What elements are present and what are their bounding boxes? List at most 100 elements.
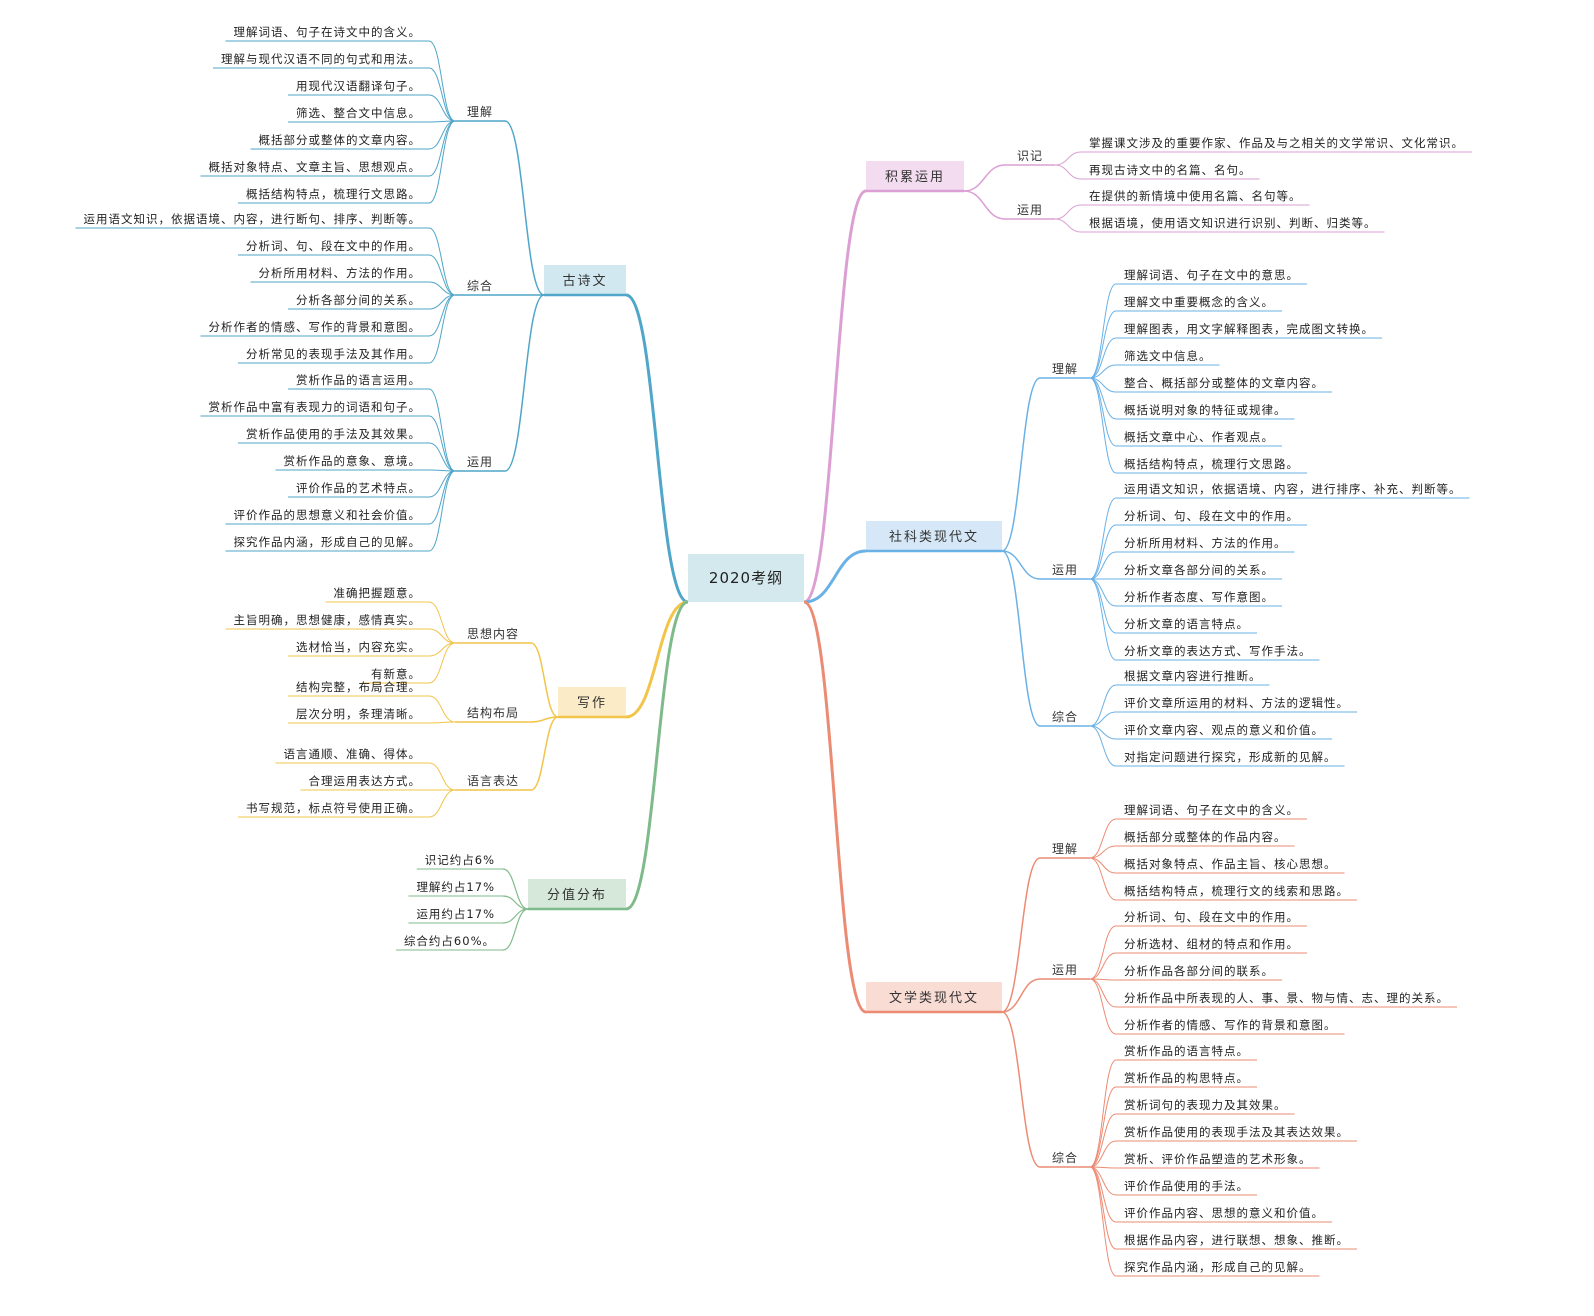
leaf-node[interactable]: 分析作者态度、写作意图。 xyxy=(1124,590,1274,604)
sub-node[interactable]: 语言表达 xyxy=(455,774,532,791)
leaf-node[interactable]: 选材恰当，内容充实。 xyxy=(296,640,421,654)
leaf-node[interactable]: 理解约占17% xyxy=(416,880,495,894)
leaf-node[interactable]: 赏析作品的构思特点。 xyxy=(1124,1071,1249,1085)
leaf-node[interactable]: 书写规范，标点符号使用正确。 xyxy=(246,801,421,815)
leaf-node[interactable]: 评价作品的思想意义和社会价值。 xyxy=(234,508,422,522)
leaf-node[interactable]: 理解词语、句子在诗文中的含义。 xyxy=(234,25,422,39)
leaf-node[interactable]: 赏析作品使用的手法及其效果。 xyxy=(246,427,421,441)
leaf-node[interactable]: 概括文章中心、作者观点。 xyxy=(1124,430,1274,444)
leaf-node[interactable]: 根据语境，使用语文知识进行识别、判断、归类等。 xyxy=(1089,216,1377,230)
leaf-node[interactable]: 分析所用材料、方法的作用。 xyxy=(1124,536,1287,550)
leaf-node[interactable]: 分析作者的情感、写作的背景和意图。 xyxy=(1124,1018,1337,1032)
sub-node[interactable]: 思想内容 xyxy=(455,626,532,644)
leaf-node[interactable]: 探究作品内涵，形成自己的见解。 xyxy=(234,535,422,549)
leaf-node[interactable]: 运用语文知识，依据语境、内容，进行排序、补充、判断等。 xyxy=(1124,482,1462,496)
leaf-node[interactable]: 结构完整，布局合理。 xyxy=(296,680,421,694)
leaf-node[interactable]: 赏析作品的意象、意境。 xyxy=(284,454,422,468)
leaf-node[interactable]: 再现古诗文中的名篇、名句。 xyxy=(1089,163,1252,177)
leaf-node[interactable]: 在提供的新情境中使用名篇、名句等。 xyxy=(1089,189,1302,203)
leaf-node[interactable]: 概括部分或整体的文章内容。 xyxy=(259,133,422,147)
sub-node[interactable]: 运用 xyxy=(1040,563,1091,580)
leaf-node[interactable]: 理解与现代汉语不同的句式和用法。 xyxy=(221,52,421,66)
branch-wenxue[interactable]: 文学类现代文理解理解词语、句子在文中的含义。概括部分或整体的作品内容。概括对象特… xyxy=(866,803,1458,1277)
sub-node[interactable]: 综合 xyxy=(1040,709,1091,727)
sub-connector xyxy=(1001,978,1041,1013)
leaf-node[interactable]: 概括说明对象的特征或规律。 xyxy=(1124,403,1287,417)
sub-node[interactable]: 运用 xyxy=(1005,203,1056,220)
leaf-node[interactable]: 概括部分或整体的作品内容。 xyxy=(1124,830,1287,844)
leaf-node[interactable]: 用现代汉语翻译句子。 xyxy=(296,79,421,93)
leaf-node[interactable]: 分析词、句、段在文中的作用。 xyxy=(246,239,421,253)
leaf-node[interactable]: 赏析、评价作品塑造的艺术形象。 xyxy=(1124,1152,1312,1166)
sub-node[interactable]: 识记 xyxy=(1005,149,1056,166)
leaf-node[interactable]: 掌握课文涉及的重要作家、作品及与之相关的文学常识、文化常识。 xyxy=(1089,136,1464,150)
leaf-node[interactable]: 概括结构特点，梳理行文的线索和思路。 xyxy=(1124,884,1349,898)
leaf-node[interactable]: 理解文中重要概念的含义。 xyxy=(1124,295,1274,309)
leaf-node[interactable]: 赏析作品的语言运用。 xyxy=(296,373,421,387)
leaf-node[interactable]: 筛选文中信息。 xyxy=(1124,349,1212,363)
leaf-node[interactable]: 赏析作品使用的表现手法及其表达效果。 xyxy=(1124,1125,1349,1139)
leaf-node[interactable]: 概括对象特点、作品主旨、核心思想。 xyxy=(1124,857,1337,871)
leaf-node[interactable]: 有新意。 xyxy=(371,667,421,681)
sub-node[interactable]: 运用 xyxy=(455,455,506,472)
leaf-node[interactable]: 分析选材、组材的特点和作用。 xyxy=(1124,937,1299,951)
leaf-node[interactable]: 赏析作品的语言特点。 xyxy=(1124,1044,1249,1058)
sub-node[interactable]: 理解 xyxy=(1040,362,1091,379)
leaf-node[interactable]: 概括结构特点，梳理行文思路。 xyxy=(1124,457,1299,471)
leaf-node[interactable]: 分析常见的表现手法及其作用。 xyxy=(246,347,421,361)
leaf-node[interactable]: 评价作品内容、思想的意义和价值。 xyxy=(1124,1206,1324,1220)
sub-node[interactable]: 综合 xyxy=(455,278,506,296)
leaf-node[interactable]: 分析文章的语言特点。 xyxy=(1124,617,1249,631)
root-node[interactable]: 2020考纲 xyxy=(688,554,804,602)
leaf-node[interactable]: 运用约占17% xyxy=(416,907,495,921)
leaf-node[interactable]: 分析作品中所表现的人、事、景、物与情、志、理的关系。 xyxy=(1124,991,1449,1005)
leaf-node[interactable]: 评价文章所运用的材料、方法的逻辑性。 xyxy=(1124,696,1349,710)
leaf-node[interactable]: 评价作品的艺术特点。 xyxy=(296,481,421,495)
leaf-node[interactable]: 概括对象特点、文章主旨、思想观点。 xyxy=(209,160,422,174)
leaf-node[interactable]: 运用语文知识，依据语境、内容，进行断句、排序、判断等。 xyxy=(84,212,422,226)
sub-node[interactable]: 运用 xyxy=(1040,963,1091,980)
leaf-node[interactable]: 分析词、句、段在文中的作用。 xyxy=(1124,509,1299,523)
leaf-node[interactable]: 分析各部分间的关系。 xyxy=(296,293,421,307)
leaf-node[interactable]: 分析文章各部分间的关系。 xyxy=(1124,563,1274,577)
leaf-node[interactable]: 概括结构特点，梳理行文思路。 xyxy=(246,187,421,201)
sub-node[interactable]: 理解 xyxy=(1040,842,1091,859)
leaf-node[interactable]: 理解图表，用文字解释图表，完成图文转换。 xyxy=(1124,322,1374,336)
sub-connector xyxy=(504,294,545,472)
leaf-node[interactable]: 综合约占60%。 xyxy=(404,934,495,948)
sub-node[interactable]: 理解 xyxy=(455,105,506,122)
sub-connector xyxy=(1001,550,1041,727)
leaf-node[interactable]: 评价文章内容、观点的意义和价值。 xyxy=(1124,723,1324,737)
leaf-node[interactable]: 根据文章内容进行推断。 xyxy=(1124,669,1262,683)
leaf-node[interactable]: 分析作者的情感、写作的背景和意图。 xyxy=(209,320,422,334)
branch-sheke[interactable]: 社科类现代文理解理解词语、句子在文中的意思。理解文中重要概念的含义。理解图表，用… xyxy=(866,268,1470,767)
leaf-node[interactable]: 评价作品使用的手法。 xyxy=(1124,1179,1249,1193)
branch-xiezuo[interactable]: 写作思想内容准确把握题意。主旨明确，思想健康，感情真实。选材恰当，内容充实。有新… xyxy=(225,586,627,818)
leaf-node[interactable]: 理解词语、句子在文中的含义。 xyxy=(1124,803,1299,817)
leaf-node[interactable]: 整合、概括部分或整体的文章内容。 xyxy=(1124,376,1324,390)
leaf-node[interactable]: 层次分明，条理清晰。 xyxy=(296,707,421,721)
leaf-node[interactable]: 语言通顺、准确、得体。 xyxy=(284,747,422,761)
branch-jilei[interactable]: 积累运用识记掌握课文涉及的重要作家、作品及与之相关的文学常识、文化常识。再现古诗… xyxy=(866,136,1473,233)
branch-gushiwen[interactable]: 古诗文理解理解词语、句子在诗文中的含义。理解与现代汉语不同的句式和用法。用现代汉… xyxy=(75,25,627,552)
leaf-node[interactable]: 根据作品内容，进行联想、想象、推断。 xyxy=(1124,1233,1349,1247)
leaf-node[interactable]: 赏析作品中富有表现力的词语和句子。 xyxy=(209,400,422,414)
leaf-node[interactable]: 分析所用材料、方法的作用。 xyxy=(259,266,422,280)
leaf-node[interactable]: 对指定问题进行探究，形成新的见解。 xyxy=(1124,750,1337,764)
leaf-node[interactable]: 准确把握题意。 xyxy=(334,586,422,600)
sub-connector xyxy=(531,716,559,723)
leaf-node[interactable]: 识记约占6% xyxy=(425,853,495,867)
leaf-node[interactable]: 主旨明确，思想健康，感情真实。 xyxy=(234,613,422,627)
leaf-node[interactable]: 分析文章的表达方式、写作手法。 xyxy=(1124,644,1312,658)
leaf-node[interactable]: 分析词、句、段在文中的作用。 xyxy=(1124,910,1299,924)
leaf-node[interactable]: 筛选、整合文中信息。 xyxy=(296,106,421,120)
leaf-node[interactable]: 赏析词句的表现力及其效果。 xyxy=(1124,1098,1287,1112)
leaf-node[interactable]: 探究作品内涵，形成自己的见解。 xyxy=(1124,1260,1312,1274)
sub-node[interactable]: 结构布局 xyxy=(455,705,532,723)
leaf-node[interactable]: 合理运用表达方式。 xyxy=(309,774,422,788)
leaf-node[interactable]: 理解词语、句子在文中的意思。 xyxy=(1124,268,1299,282)
sub-node[interactable]: 综合 xyxy=(1040,1150,1091,1168)
leaf-node[interactable]: 分析作品各部分间的联系。 xyxy=(1124,964,1274,978)
leaf-group: 分析词、句、段在文中的作用。分析选材、组材的特点和作用。分析作品各部分间的联系。… xyxy=(1116,910,1458,1035)
